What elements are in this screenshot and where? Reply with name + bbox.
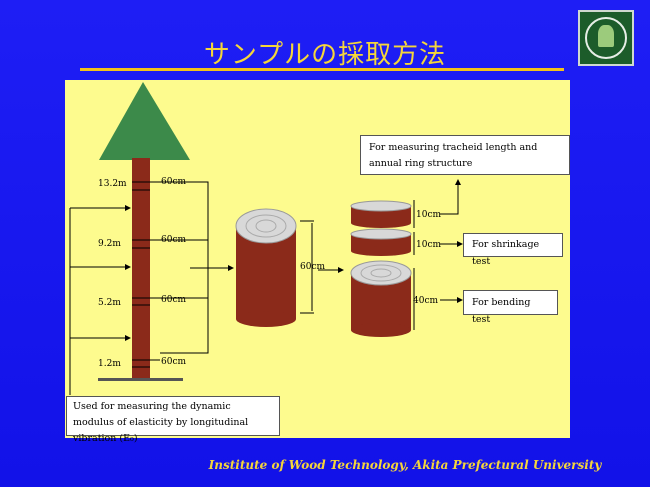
logo-tree-icon — [598, 25, 614, 47]
tracheid-box: For measuring tracheid length and annual… — [360, 135, 570, 175]
sample-log — [235, 208, 297, 327]
log-length-label: 60cm — [300, 262, 326, 272]
bending-box: For bending test — [463, 290, 558, 325]
disc-length-label: 10cm — [416, 210, 442, 220]
university-logo — [578, 10, 634, 66]
segment-label: 60cm — [161, 235, 187, 245]
disc-shrinkage — [350, 228, 412, 256]
piece-dims — [413, 179, 463, 330]
log-length-dim — [300, 220, 344, 314]
height-label: 5.2m — [98, 298, 121, 308]
segment-label: 60cm — [161, 295, 187, 305]
title-underline — [80, 68, 564, 71]
logo-ring — [585, 17, 627, 59]
height-label: 9.2m — [98, 239, 121, 249]
segment-label: 60cm — [161, 177, 187, 187]
segment-ticks — [132, 181, 160, 368]
dynamic-modulus-box: Used for measuring the dynamic modulus o… — [66, 396, 280, 444]
disc-length-label: 10cm — [416, 240, 442, 250]
tree-trunk — [132, 158, 150, 380]
slide-title: サンプルの採取方法 — [203, 40, 447, 70]
institution-footer: Institute of Wood Technology, Akita Pref… — [208, 458, 602, 472]
height-label: 1.2m — [98, 359, 121, 369]
bending-length-label: 40cm — [413, 296, 439, 306]
block-bending — [350, 260, 412, 337]
height-bracket — [69, 205, 131, 395]
disc-tracheid — [350, 200, 412, 228]
tree-crown — [99, 82, 190, 160]
segment-bracket — [160, 181, 234, 354]
height-label: 13.2m — [98, 179, 127, 189]
ground-line — [98, 378, 183, 381]
shrinkage-box: For shrinkage test — [463, 233, 563, 267]
segment-label: 60cm — [161, 357, 187, 367]
